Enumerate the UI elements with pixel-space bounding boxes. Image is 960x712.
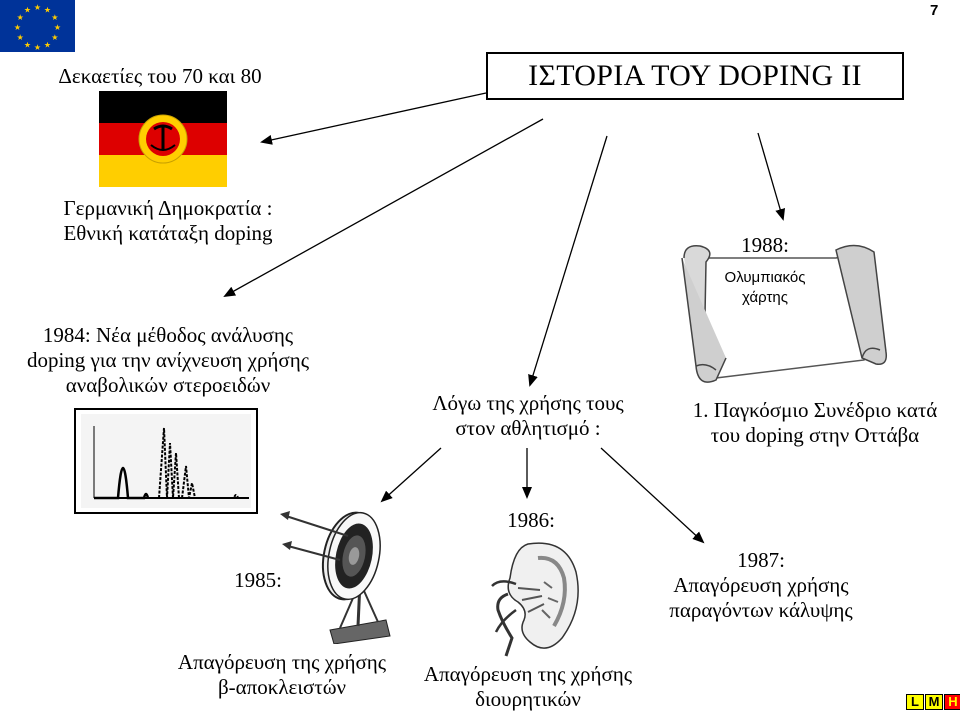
svg-text:★: ★ (17, 33, 24, 42)
arrow-to-1988 (758, 133, 783, 219)
ban-1985-text: Απαγόρευση της χρήσης β-αποκλειστών (160, 650, 404, 700)
year-1986: 1986: (496, 508, 566, 533)
ottawa-line-1: 1. Παγκόσμιο Συνέδριο κατά (670, 398, 960, 423)
svg-text:★: ★ (51, 33, 58, 42)
year-1987: 1987: (644, 548, 878, 573)
lmh-logo-h: H (944, 694, 960, 710)
ban-1987-text: 1987: Απαγόρευση χρήσης παραγόντων κάλυψ… (644, 548, 878, 623)
page-title: ΙΣΤΟΡΙΑ ΤΟΥ DOPING II (486, 52, 904, 100)
arrow-to-usage (530, 136, 607, 385)
analysis-1984-text: 1984: Νέα μέθοδος ανάλυσης doping για τη… (0, 323, 336, 398)
usage-line-2: στον αθλητισμό : (408, 416, 648, 441)
scroll-text: Ολυμπιακός χάρτης (690, 268, 840, 308)
arrow-to-gdr (262, 93, 486, 142)
lmh-logo-l: L (906, 694, 924, 710)
ban-1986-text: Απαγόρευση της χρήσης διουρητικών (408, 662, 648, 712)
ban-1987-line-2: παραγόντων κάλυψης (644, 598, 878, 623)
svg-text:★: ★ (14, 23, 21, 32)
gdr-flag-icon (99, 91, 227, 187)
ban-1985-line-1: Απαγόρευση της χρήσης (160, 650, 404, 675)
ban-1985-line-2: β-αποκλειστών (160, 675, 404, 700)
ottawa-text: 1. Παγκόσμιο Συνέδριο κατά του doping στ… (670, 398, 960, 448)
archery-target-icon (278, 508, 408, 644)
lmh-logo: L M H (906, 694, 960, 710)
arrow-to-1987 (601, 448, 703, 542)
gdr-line-1: Γερμανική Δημοκρατία : (18, 196, 318, 221)
ban-1987-line-1: Απαγόρευση χρήσης (644, 573, 878, 598)
decades-label: Δεκαετίες του 70 και 80 (40, 64, 280, 89)
lmh-logo-m: M (925, 694, 943, 710)
svg-text:★: ★ (51, 13, 58, 22)
usage-line-1: Λόγω της χρήσης τους (408, 391, 648, 416)
kidney-icon (488, 538, 584, 658)
analysis-1984-line-2: doping για την ανίχνευση χρήσης (0, 348, 336, 373)
svg-text:★: ★ (44, 40, 51, 49)
svg-text:★: ★ (54, 23, 61, 32)
page-number: 7 (930, 2, 938, 19)
arrow-to-1985 (382, 448, 441, 501)
scroll-icon (676, 240, 902, 392)
scroll-line-2: χάρτης (690, 288, 840, 308)
year-1988: 1988: (700, 233, 830, 258)
svg-text:★: ★ (17, 13, 24, 22)
chromatogram-icon (74, 408, 258, 514)
svg-text:★: ★ (24, 6, 31, 15)
ottawa-line-2: του doping στην Οττάβα (670, 423, 960, 448)
svg-text:★: ★ (34, 3, 41, 12)
usage-text: Λόγω της χρήσης τους στον αθλητισμό : (408, 391, 648, 441)
eu-flag-icon: ★ ★ ★ ★ ★ ★ ★ ★ ★ ★ ★ ★ (0, 0, 75, 52)
ban-1986-line-2: διουρητικών (408, 687, 648, 712)
svg-text:★: ★ (24, 40, 31, 49)
scroll-line-1: Ολυμπιακός (690, 268, 840, 288)
svg-text:★: ★ (44, 6, 51, 15)
analysis-1984-line-1: 1984: Νέα μέθοδος ανάλυσης (0, 323, 336, 348)
analysis-1984-line-3: αναβολικών στεροειδών (0, 373, 336, 398)
year-1985: 1985: (228, 568, 288, 593)
gdr-line-2: Εθνική κατάταξη doping (18, 221, 318, 246)
gdr-text: Γερμανική Δημοκρατία : Εθνική κατάταξη d… (18, 196, 318, 246)
svg-text:★: ★ (34, 43, 41, 52)
ban-1986-line-1: Απαγόρευση της χρήσης (408, 662, 648, 687)
